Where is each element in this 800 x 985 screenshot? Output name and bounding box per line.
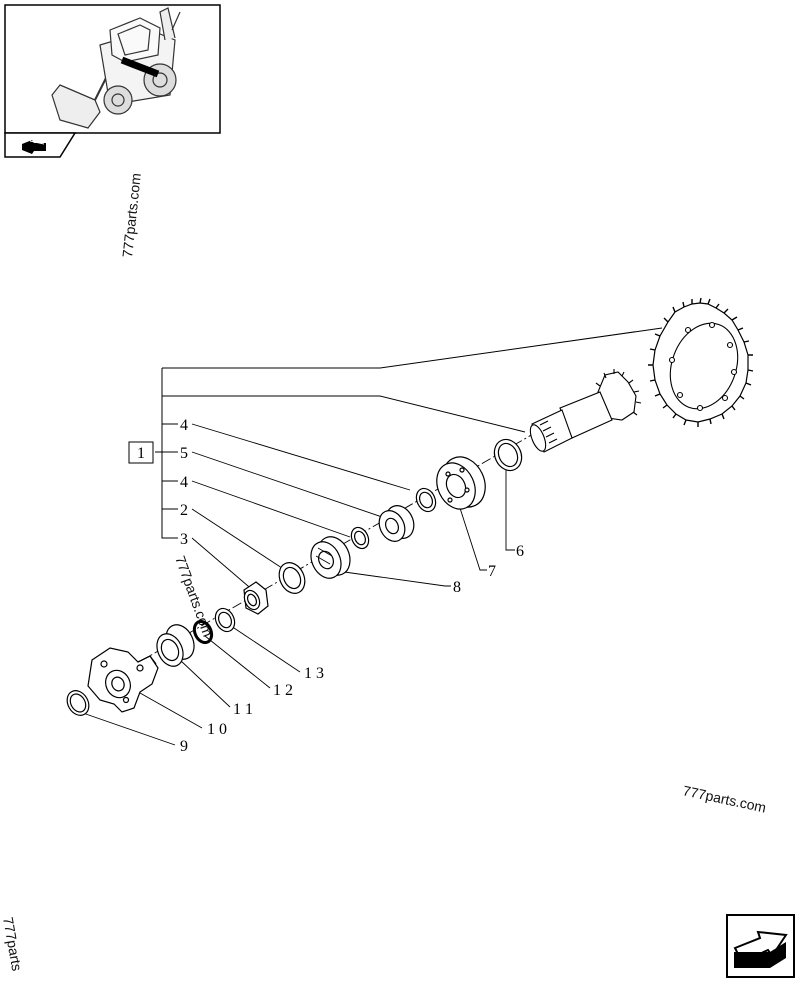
callout-6: 6 — [516, 543, 524, 560]
callout-5: 5 — [180, 445, 188, 462]
ring-gear[interactable] — [648, 297, 754, 427]
group-label: 1 — [137, 445, 145, 462]
part-4-spacer-upper[interactable] — [413, 485, 439, 514]
part-2-ring[interactable] — [274, 558, 309, 597]
watermark-top: 777parts.com — [119, 172, 144, 258]
callout-4-lower: 4 — [180, 474, 188, 491]
backhoe-loader-icon — [51, 7, 181, 129]
part-9-snap-ring[interactable] — [63, 687, 93, 720]
callout-2: 2 — [180, 502, 188, 519]
prev-page-arrow-icon — [22, 140, 46, 154]
next-page-arrow-icon — [733, 930, 788, 968]
callout-7: 7 — [488, 563, 496, 580]
group-bracket — [155, 327, 663, 539]
pinion-shaft[interactable] — [527, 369, 642, 453]
part-4-spacer-lower[interactable] — [348, 525, 372, 552]
group-label-box: 1 — [128, 441, 154, 464]
callout-13: 1 3 — [304, 665, 324, 682]
part-12-o-ring[interactable] — [191, 619, 215, 646]
callout-12: 1 2 — [273, 682, 293, 699]
prev-page-button[interactable] — [4, 132, 77, 158]
callout-8: 8 — [453, 579, 461, 596]
part-13-washer[interactable] — [212, 605, 238, 634]
part-11-seal[interactable] — [152, 620, 199, 670]
watermark-right: 777parts.com — [681, 782, 767, 815]
part-8-bearing[interactable] — [305, 532, 356, 584]
part-3-nut[interactable] — [241, 581, 269, 615]
part-5-bearing-cup[interactable] — [374, 501, 419, 545]
watermark-edge: 777parts — [0, 916, 25, 972]
part-7-bearing[interactable] — [430, 450, 494, 515]
part-6-ring[interactable] — [489, 435, 526, 475]
callout-10: 1 0 — [207, 721, 227, 738]
callout-11: 1 1 — [233, 701, 253, 718]
callout-3: 3 — [180, 531, 188, 548]
callout-4-upper: 4 — [180, 417, 188, 434]
machine-thumbnail[interactable] — [4, 4, 221, 134]
part-10-flange-yoke[interactable] — [87, 647, 159, 713]
callout-9: 9 — [180, 738, 188, 755]
next-page-button[interactable] — [726, 914, 795, 978]
